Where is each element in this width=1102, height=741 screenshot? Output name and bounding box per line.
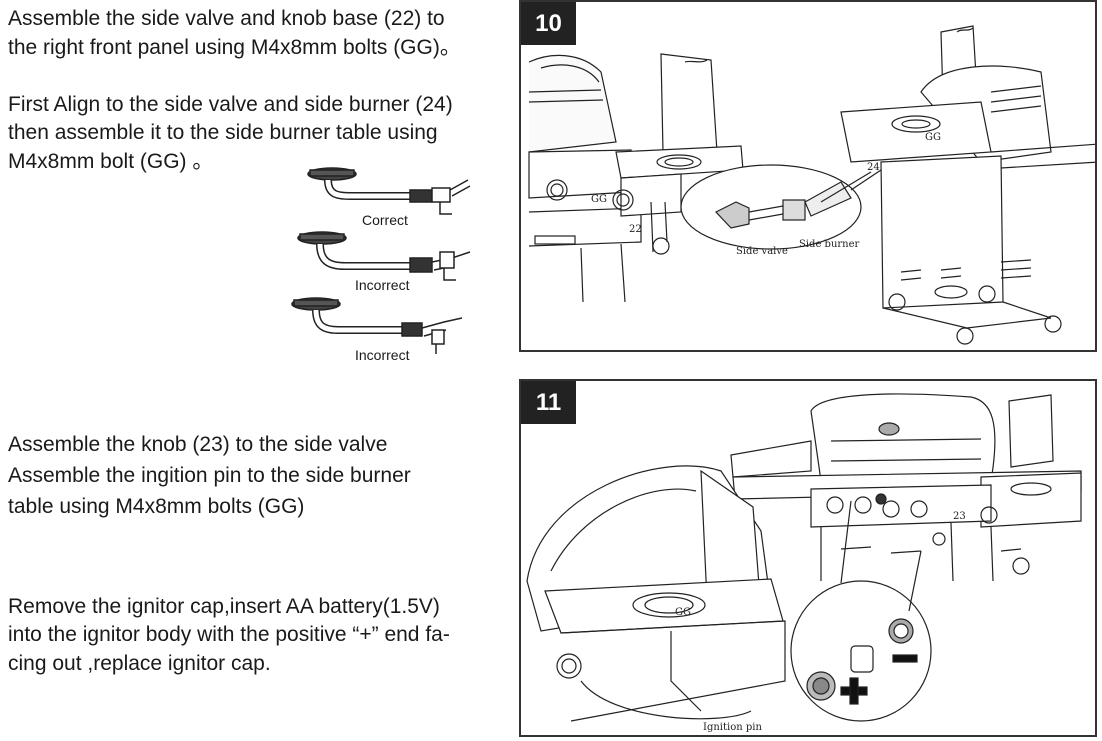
step10-line-4: First Align to the side valve and side b…	[8, 93, 453, 116]
step10-label-gg-left: GG	[591, 194, 607, 205]
step10-label-24: 24	[867, 162, 880, 173]
step10-illustration: GG 22 Side valve Side burner 24 GG	[528, 25, 1095, 345]
step10-line-1: Assemble the side valve and knob base (2…	[8, 7, 445, 30]
step10-line-5: then assemble it to the side burner tabl…	[8, 121, 438, 144]
step11-line-2: Assemble the ingition pin to the side bu…	[8, 464, 411, 487]
step10-label-22: 22	[629, 224, 642, 235]
step11-line-1: Assemble the knob (23) to the side valve	[8, 433, 388, 456]
burner-label-correct: Correct	[362, 212, 408, 228]
step11-label-23: 23	[953, 511, 966, 522]
step11-illustration: GG 23 Ignition pin	[526, 393, 1082, 733]
battery-line-1: Remove the ignitor cap,insert AA battery…	[8, 595, 440, 618]
step11-panel: 11	[519, 379, 1097, 737]
step10-label-side-burner: Side burner	[799, 239, 860, 250]
step11-number-badge: 11	[521, 381, 576, 424]
burner-incorrect-2-drawing	[291, 297, 463, 354]
step10-number-badge: 10	[521, 2, 576, 45]
battery-line-2: into the ignitor body with the positive …	[8, 623, 450, 646]
step10-line-2: the right front panel using M4x8mm bolts…	[8, 36, 461, 59]
burner-correct-drawing	[307, 167, 471, 215]
burner-label-incorrect-2: Incorrect	[355, 347, 410, 363]
step10-label-side-valve: Side valve	[736, 246, 788, 257]
burner-label-incorrect-1: Incorrect	[355, 277, 410, 293]
battery-line-3: cing out ,replace ignitor cap.	[8, 652, 271, 675]
step11-label-gg: GG	[675, 607, 691, 618]
step10-panel: 10	[519, 0, 1097, 352]
burner-incorrect-1-drawing	[297, 231, 471, 281]
step10-label-gg-right: GG	[925, 132, 941, 143]
step10-line-6: M4x8mm bolt (GG) 。	[8, 150, 214, 173]
step11-label-ignition-pin: Ignition pin	[703, 722, 762, 733]
step11-line-3: table using M4x8mm bolts (GG)	[8, 495, 305, 518]
